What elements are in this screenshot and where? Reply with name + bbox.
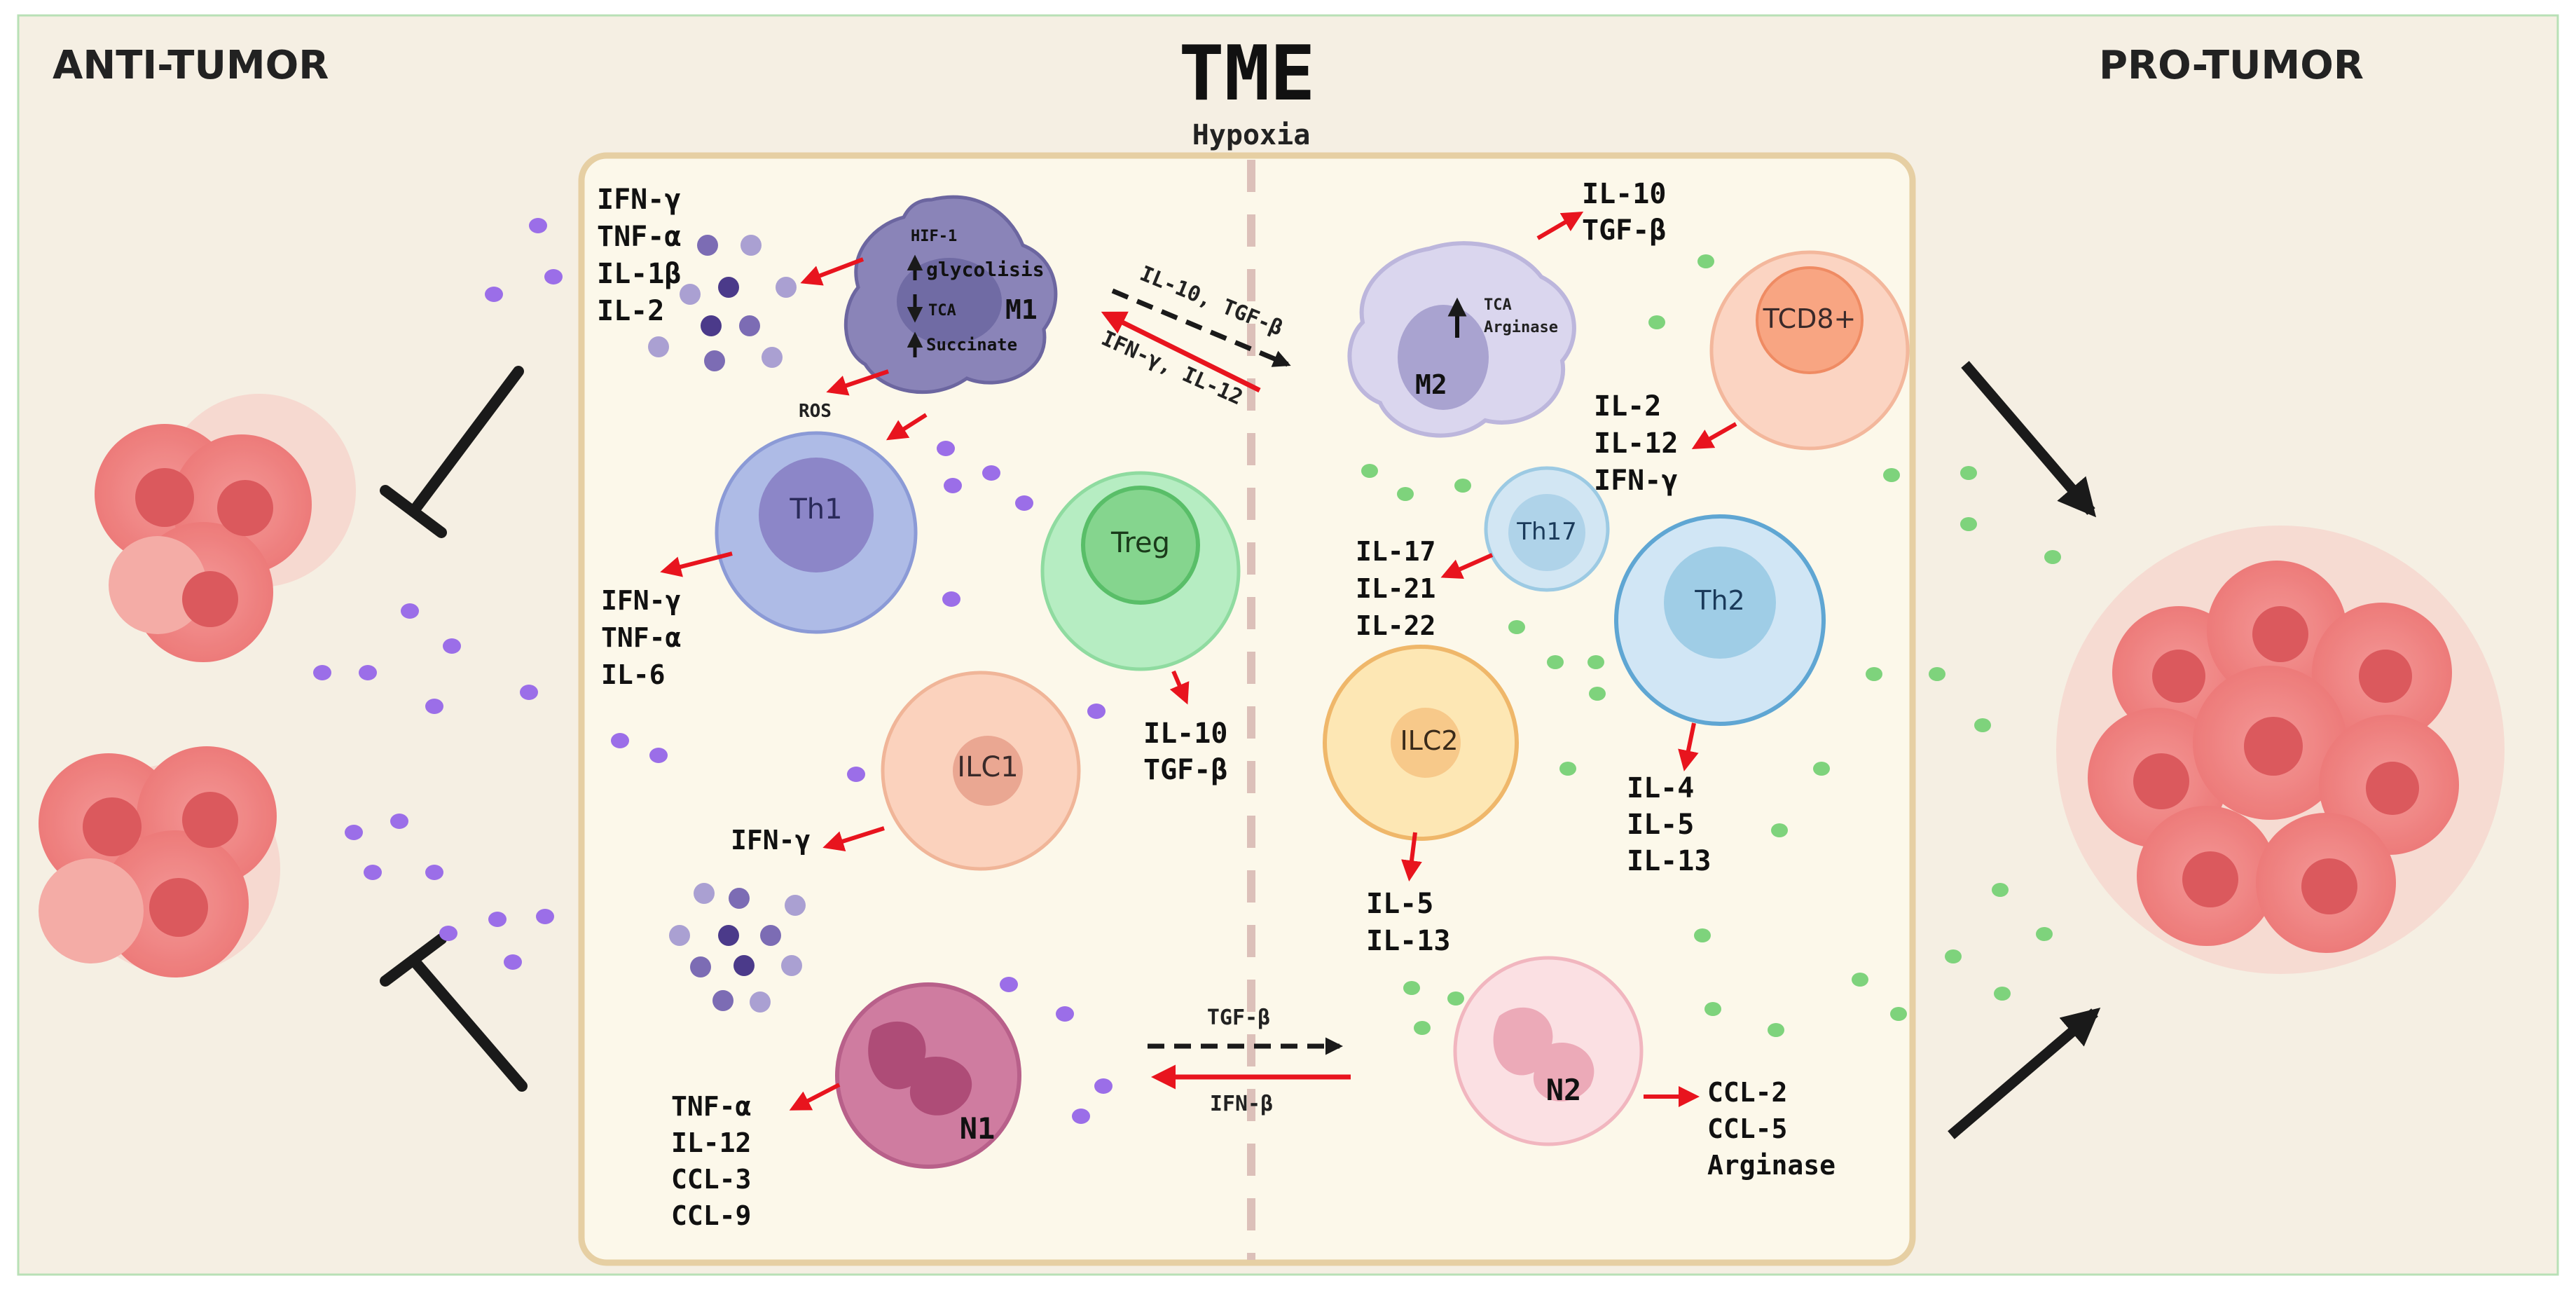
n2-to-n1-label: IFN-β — [1210, 1092, 1273, 1116]
pro-tumor-particles — [1361, 254, 2061, 1037]
m1-hif-label: HIF-1 — [911, 228, 957, 245]
n1-cytokines-item: IL-12 — [671, 1127, 751, 1158]
promotion-arrow-lower — [1948, 1007, 2101, 1139]
th17-cytokines-item: IL-21 — [1356, 573, 1435, 604]
tumor-cluster-upper-left — [95, 394, 356, 662]
n1-cytokines-item: TNF-α — [671, 1091, 751, 1122]
m2-cytokines-item: TGF-β — [1582, 214, 1666, 247]
ilc2-cell: ILC2 — [1323, 645, 1519, 841]
ilc2-cytokines-item: IL-5 — [1366, 888, 1433, 920]
m2-tca-label: TCA — [1484, 296, 1512, 314]
m1-cytokines-item: IL-1β — [597, 258, 681, 290]
ilc1-label: ILC1 — [957, 751, 1018, 783]
pro-tumor-label: PRO-TUMOR — [2099, 43, 2364, 88]
treg-label: Treg — [1110, 527, 1170, 559]
m2-label: M2 — [1415, 369, 1447, 400]
tumor-cluster-lower-left — [39, 746, 280, 977]
m1-macrophage: HIF-1 glycolisis TCA Succinate M1 — [843, 195, 1058, 394]
th2-cell: Th2 — [1614, 514, 1826, 726]
th1-cytokines-item: IFN-γ — [601, 585, 681, 616]
th2-cytokines-item: IL-5 — [1627, 809, 1694, 841]
ros-label: ROS — [799, 401, 832, 422]
anti-tumor-particles — [313, 218, 1113, 1124]
n2-cytokines-item: CCL-2 — [1707, 1077, 1787, 1108]
ilc1-cytokines-item: IFN-γ — [731, 825, 811, 856]
th2-label: Th2 — [1694, 585, 1744, 616]
th1-cytokines-item: IL-6 — [601, 659, 666, 690]
m1-granules — [648, 235, 797, 371]
n1-to-n2-label: TGF-β — [1207, 1006, 1270, 1030]
ilc2-cytokines-item: IL-13 — [1366, 925, 1450, 957]
th1-cytokines-item: TNF-α — [601, 622, 681, 653]
th1-cell: Th1 — [715, 431, 918, 634]
th2-cytokines-item: IL-4 — [1627, 772, 1694, 804]
m2-macrophage: TCA Arginase M2 — [1347, 241, 1576, 438]
n2-label: N2 — [1546, 1073, 1582, 1107]
tcd8-cell: TCD8+ — [1709, 250, 1910, 451]
m2-cytokines-item: IL-10 — [1582, 178, 1666, 210]
tcd8-cytokines-item: IL-2 — [1594, 390, 1661, 423]
secretion-arrows — [660, 211, 1737, 1111]
th2-cytokines-item: IL-13 — [1627, 845, 1711, 877]
m2-arginase-label: Arginase — [1484, 319, 1558, 336]
promotion-arrow-upper — [1961, 361, 2097, 518]
th17-label: Th17 — [1516, 518, 1577, 546]
tcd8-cytokines-item: IFN-γ — [1594, 465, 1678, 497]
ilc2-label: ILC2 — [1400, 725, 1458, 756]
th1-label: Th1 — [789, 493, 842, 526]
ilc1-cell: ILC1 — [881, 671, 1081, 871]
subtitle: Hypoxia — [1192, 119, 1311, 151]
n1-neutrophil: N1 — [835, 982, 1021, 1169]
m1-cytokines-item: TNF-α — [597, 221, 681, 253]
n1-granules — [669, 883, 806, 1013]
n1-cytokines-item: CCL-9 — [671, 1200, 751, 1231]
cytokine-labels: IFN-γTNF-αIL-1βIL-2IFN-γTNF-αIL-6IL-10TG… — [597, 178, 1835, 1231]
th17-cell: Th17 — [1484, 466, 1610, 592]
n2-neutrophil: N2 — [1453, 956, 1644, 1146]
m2-to-m1-arrow — [1101, 311, 1261, 393]
m1-cytokines-item: IFN-γ — [597, 184, 681, 216]
m1-label: M1 — [1005, 294, 1038, 325]
n2-cytokines-item: CCL-5 — [1707, 1113, 1787, 1144]
m1-cytokines-item: IL-2 — [597, 295, 664, 327]
title: TME — [1178, 30, 1315, 118]
inhibition-arrow-lower — [380, 933, 528, 1092]
m1-to-m2-arrow — [1111, 288, 1291, 367]
tcd8-cytokines-item: IL-12 — [1594, 427, 1678, 460]
m1-succinate-label: Succinate — [926, 335, 1017, 355]
tumor-mass-right — [2056, 526, 2505, 974]
m1-tca-label: TCA — [928, 302, 956, 320]
th17-cytokines-item: IL-22 — [1356, 610, 1435, 641]
anti-tumor-label: ANTI-TUMOR — [53, 43, 329, 88]
treg-cytokines-item: TGF-β — [1143, 754, 1227, 786]
inhibition-arrow-upper — [380, 366, 524, 538]
treg-cell: Treg — [1040, 471, 1241, 671]
n1-cytokines-item: CCL-3 — [671, 1164, 751, 1195]
treg-cytokines-item: IL-10 — [1143, 718, 1227, 750]
th17-cytokines-item: IL-17 — [1356, 536, 1435, 567]
n1-label: N1 — [960, 1111, 996, 1146]
n2-cytokines-item: Arginase — [1707, 1150, 1835, 1181]
m1-glycolysis-label: glycolisis — [926, 258, 1045, 281]
tcd8-label: TCD8+ — [1763, 303, 1857, 334]
